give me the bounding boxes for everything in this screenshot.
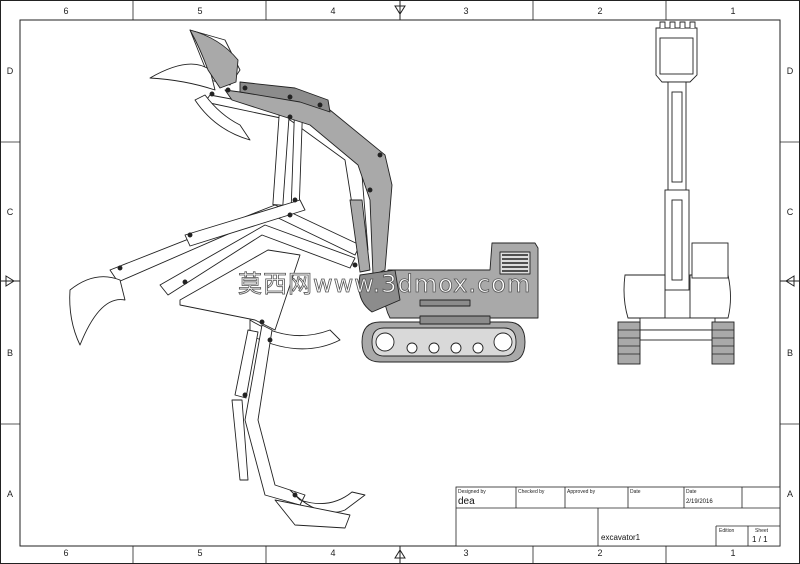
row-label-d-left: D (7, 66, 14, 76)
col-label-5-bottom: 5 (197, 548, 202, 558)
main-stick (349, 199, 371, 273)
date-value: 2/19/2016 (686, 499, 713, 505)
front-undercarriage (639, 317, 716, 331)
col-label-2-bottom: 2 (597, 548, 602, 558)
side-view (69, 29, 539, 529)
checked-by-label: Checked by (518, 489, 545, 495)
col-label-2-top: 2 (597, 6, 602, 16)
front-bucket-teeth (659, 21, 696, 28)
col-label-5-top: 5 (197, 6, 202, 16)
front-bucket-inner (659, 37, 694, 75)
phantom-arm-middle (69, 199, 361, 350)
sheet-label: Sheet (755, 528, 769, 534)
front-cab (691, 242, 729, 279)
col-label-3-bottom: 3 (463, 548, 468, 558)
main-bucket (189, 29, 239, 89)
boom-pins (117, 85, 383, 498)
row-label-d-right: D (787, 66, 794, 76)
col-label-4-top: 4 (330, 6, 335, 16)
main-boom-top (239, 81, 331, 113)
col-label-6-top: 6 (63, 6, 68, 16)
col-label-1-top: 1 (730, 6, 735, 16)
front-view (617, 21, 735, 365)
watermark-text: 莫西网www.3dmox.com (238, 270, 531, 298)
drawing-title: excavator1 (601, 533, 641, 542)
col-label-6-bottom: 6 (63, 548, 68, 558)
vent-slats (502, 254, 528, 272)
date-label-1: Date (630, 489, 641, 495)
col-label-1-bottom: 1 (730, 548, 735, 558)
edition-label: Edition (719, 528, 735, 534)
front-track-left (617, 321, 641, 365)
row-label-b-left: B (7, 348, 13, 358)
front-track-right (711, 321, 735, 365)
phantom-arm-lower (231, 324, 366, 529)
front-track-lugs (618, 329, 734, 355)
title-block (455, 486, 781, 547)
track-rollers (375, 332, 513, 354)
col-label-4-bottom: 4 (330, 548, 335, 558)
boom-base (358, 269, 401, 313)
undercarriage (419, 315, 491, 325)
row-label-a-left: A (7, 489, 13, 499)
date-label-2: Date (686, 489, 697, 495)
row-label-b-right: B (787, 348, 793, 358)
designed-by-label: Designed by (458, 489, 486, 495)
row-label-c-right: C (787, 207, 794, 217)
front-axle (639, 329, 716, 341)
body-grille (419, 299, 471, 307)
front-boom-cyl (671, 199, 683, 281)
front-body-left (623, 274, 666, 319)
approved-by-label: Approved by (567, 489, 596, 495)
sheet-value: 1 / 1 (752, 535, 768, 544)
row-label-a-right: A (787, 489, 793, 499)
col-label-3-top: 3 (463, 6, 468, 16)
front-body-right (689, 274, 731, 319)
front-stick-inner (671, 91, 683, 183)
row-label-c-left: C (7, 207, 14, 217)
designed-by-value: dea (458, 496, 475, 507)
